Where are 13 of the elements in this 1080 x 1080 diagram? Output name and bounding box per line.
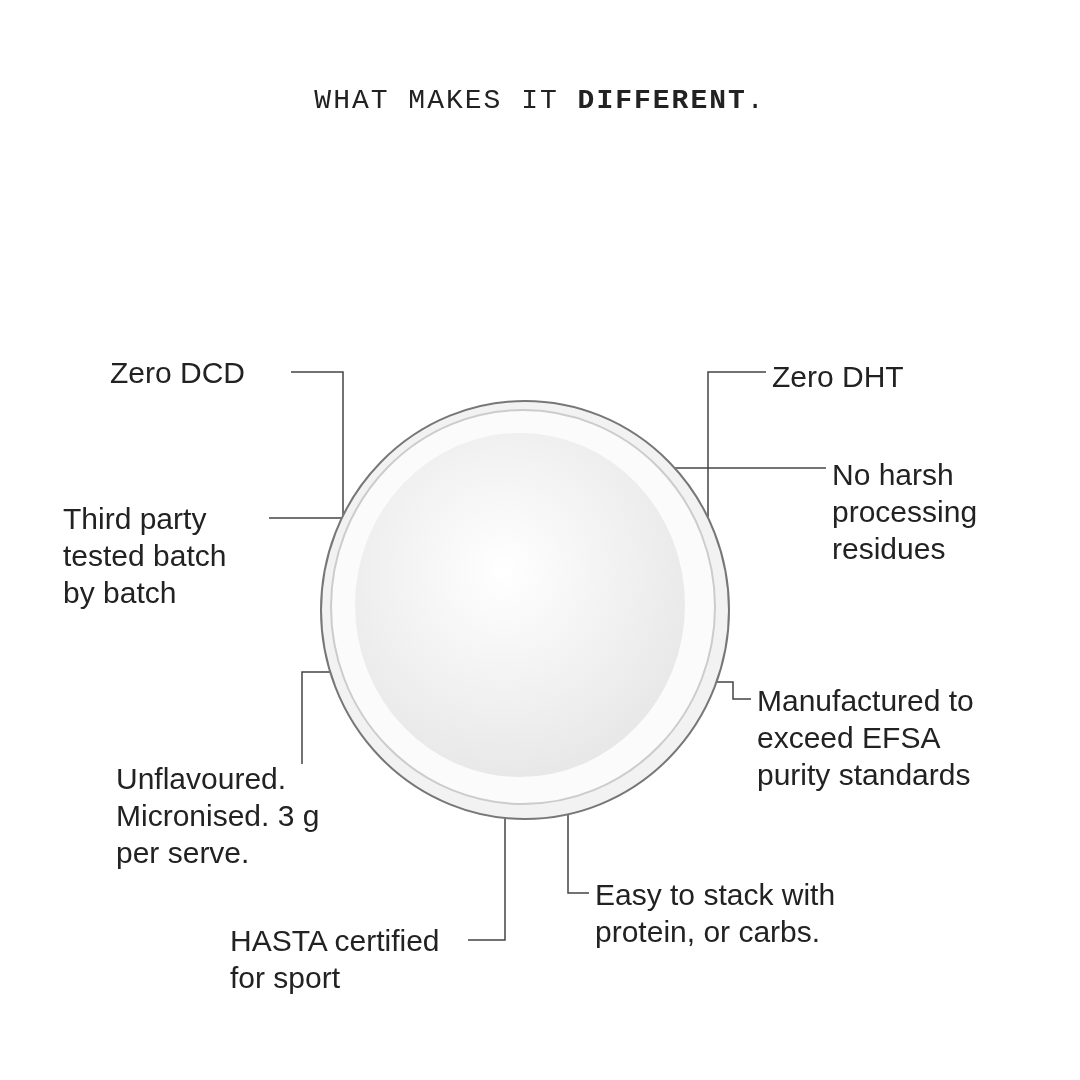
callout-text: Third party tested batch by batch: [63, 500, 263, 611]
powder-bowl-drawing: [320, 400, 730, 820]
callout-text: Zero DHT: [772, 358, 942, 395]
callout-text: Manufactured to exceed EFSA purity standards: [757, 682, 1019, 793]
leader-line: [467, 816, 506, 941]
callout-text: Zero DCD: [110, 354, 285, 391]
leader-line: [301, 671, 332, 765]
callout-text: Easy to stack with protein, or carbs.: [595, 876, 925, 950]
leader-line: [567, 812, 590, 894]
callout-text: HASTA certified for sport: [230, 922, 462, 996]
callout-text: Unflavoured. Micronised. 3 g per serve.: [116, 760, 326, 871]
callout-text: No harsh processing residues: [832, 456, 1022, 567]
title: WHAT MAKES IT DIFFERENT.: [313, 84, 767, 118]
